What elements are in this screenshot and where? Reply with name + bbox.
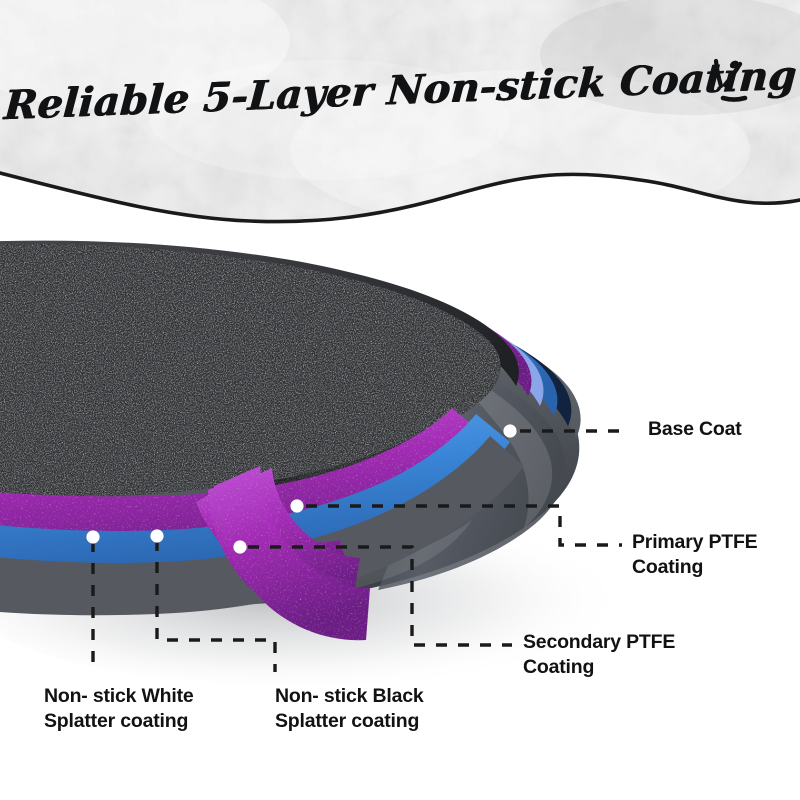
- sparkle-flourish-icon: [713, 58, 748, 102]
- nonstick-inner-surface: [0, 243, 501, 498]
- pan-illustration: [0, 228, 800, 688]
- header-wave-divider: [0, 171, 800, 224]
- callout-label-white-splatter: Non- stick White Splatter coating: [44, 685, 194, 732]
- header-band: Reliable 5-Layer Non-stick Coating: [0, 0, 800, 235]
- callout-label-secondary-ptfe: Secondary PTFE Coating: [523, 631, 676, 678]
- pan-cutaway-graphic: [0, 240, 630, 686]
- callout-label-primary-ptfe: Primary PTFE Coating: [632, 531, 758, 578]
- callout-label-base-coat: Base Coat: [648, 418, 742, 440]
- callout-label-black-splatter: Non- stick Black Splatter coating: [275, 685, 424, 732]
- header-background: [0, 0, 800, 224]
